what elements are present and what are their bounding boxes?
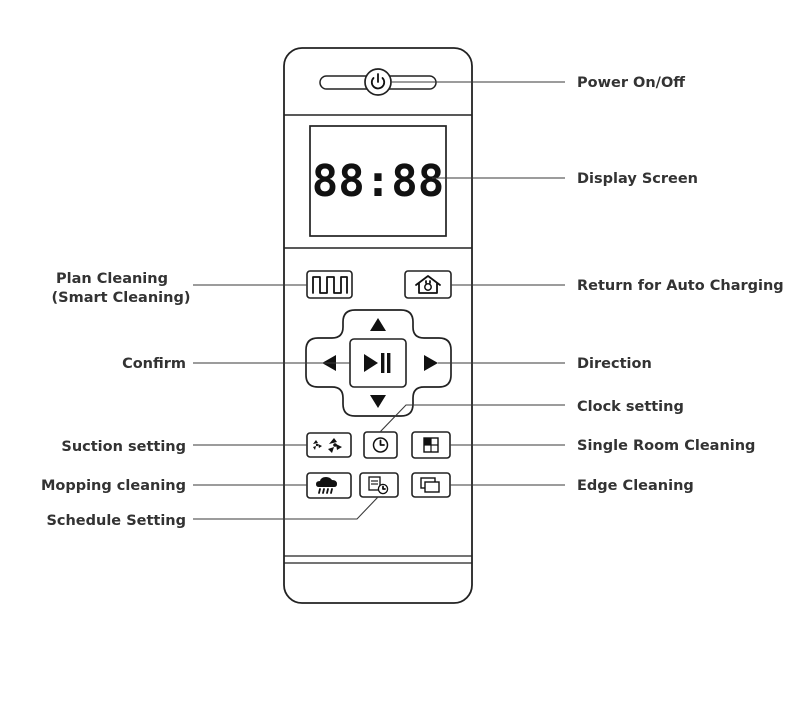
arrow-right-icon xyxy=(424,355,438,371)
edge-cleaning-button[interactable] xyxy=(411,472,451,498)
label-schedule: Schedule Setting xyxy=(46,513,186,529)
power-icon xyxy=(370,73,386,90)
label-mopping: Mopping cleaning xyxy=(41,478,186,494)
arrow-down-icon xyxy=(370,395,386,408)
power-button[interactable] xyxy=(319,68,437,96)
edge-squares-icon xyxy=(420,477,440,493)
label-confirm: Confirm xyxy=(122,356,186,372)
label-edge: Edge Cleaning xyxy=(577,478,694,494)
label-plan-line2: (Smart Cleaning) xyxy=(52,290,191,306)
play-pause-icon xyxy=(364,353,391,373)
calendar-clock-icon xyxy=(368,476,389,495)
label-display: Display Screen xyxy=(577,171,698,187)
label-suction: Suction setting xyxy=(61,439,186,455)
label-single-room: Single Room Cleaning xyxy=(577,438,755,454)
schedule-button[interactable] xyxy=(359,472,399,498)
single-room-button[interactable] xyxy=(411,431,451,459)
label-return-charging: Return for Auto Charging xyxy=(577,278,784,294)
fan-icon xyxy=(313,438,342,453)
display-digits: 88:88 xyxy=(312,156,444,207)
home-dock-icon xyxy=(415,275,441,294)
label-plan-line1: Plan Cleaning xyxy=(56,271,168,287)
return-charging-button[interactable] xyxy=(404,270,452,299)
direction-down-button[interactable] xyxy=(370,395,386,408)
label-clock: Clock setting xyxy=(577,399,684,415)
label-direction: Direction xyxy=(577,356,652,372)
square-wave-icon xyxy=(312,276,348,294)
suction-button[interactable] xyxy=(306,432,352,458)
confirm-button[interactable] xyxy=(349,338,407,388)
direction-up-button[interactable] xyxy=(370,318,386,331)
plan-cleaning-button[interactable] xyxy=(306,270,353,299)
label-power: Power On/Off xyxy=(577,75,685,91)
rain-cloud-icon xyxy=(316,477,337,494)
direction-right-button[interactable] xyxy=(424,355,438,371)
room-grid-icon xyxy=(423,437,439,453)
clock-icon xyxy=(372,437,389,453)
mopping-button[interactable] xyxy=(306,472,352,499)
arrow-up-icon xyxy=(370,318,386,331)
display-screen: 88:88 xyxy=(309,125,447,237)
callout-lines xyxy=(193,81,565,520)
clock-button[interactable] xyxy=(363,431,398,459)
